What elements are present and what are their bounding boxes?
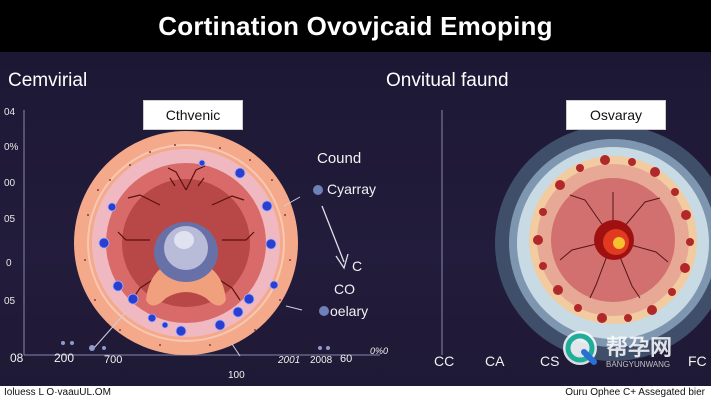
page-title: Cortination Ovovjcaid Emoping <box>158 10 553 41</box>
annotation-c: C <box>352 258 363 274</box>
annotation-cound: Cound <box>317 150 362 167</box>
left-x-tick-1: 08 <box>10 351 24 365</box>
oocyte <box>613 237 625 249</box>
left-y-tick-2: 0% <box>4 142 19 153</box>
watermark-subtext: BANGYUNWANG <box>606 360 671 369</box>
left-section-title: Cemvirial <box>8 70 88 91</box>
left-y-tick-4: 05 <box>4 214 16 225</box>
watermark-text: 帮孕网 <box>606 335 673 360</box>
left-x-tick-7: 60 <box>340 353 353 365</box>
annotation-cyarray: Cyarray <box>327 181 377 197</box>
right-box-label: Osvaray <box>566 100 666 130</box>
page-title-bar: Cortination Ovovjcaid Emoping <box>0 0 711 52</box>
axis-dots <box>61 341 330 351</box>
cervical-cross-section <box>74 131 298 355</box>
left-x-tick-4: 100 <box>228 370 245 381</box>
annotation-co: CO <box>334 281 355 297</box>
arrow-head <box>335 253 349 270</box>
ovary-cross-section <box>495 125 711 361</box>
ovary-follicles <box>533 155 694 323</box>
watermark-logo-icon <box>563 331 597 365</box>
cyarray-marker <box>313 185 323 195</box>
left-y-tick-3: 00 <box>4 178 16 189</box>
right-x-tick-1: CC <box>434 353 455 369</box>
oelary-marker <box>319 306 329 316</box>
footer-right-text: Ouru Ophee C+ Assegated bier <box>565 387 705 398</box>
left-x-tick-5: 2001 <box>278 355 301 366</box>
annotation-oelary: oelary <box>330 303 369 319</box>
right-section-title: Onvitual faund <box>386 70 509 91</box>
left-x-tick-2: 200 <box>54 351 75 365</box>
footer-left-text: Ioluess L O·vaauUL.OM <box>4 387 111 398</box>
speckles <box>84 144 291 346</box>
left-x-tick-8: 0%0 <box>370 346 389 356</box>
pointer-lines <box>93 196 303 357</box>
left-box-label: Cthvenic <box>143 100 243 130</box>
blue-cells <box>98 159 279 337</box>
left-x-tick-6: 2008 <box>310 355 333 366</box>
canal-highlight <box>174 231 194 249</box>
arrow-line <box>321 205 345 263</box>
right-x-tick-2: CA <box>485 353 505 369</box>
footer-bar: Ioluess L O·vaauUL.OM Ouru Ophee C+ Asse… <box>0 386 711 400</box>
left-y-tick-1: 04 <box>4 107 16 118</box>
right-x-tick-3: CS <box>540 353 560 369</box>
left-y-tick-5: 0 <box>6 258 12 269</box>
left-x-tick-3: 700 <box>104 354 123 366</box>
watermark: 帮孕网 BANGYUNWANG <box>558 326 698 376</box>
outer-ring-edge <box>87 144 285 342</box>
right-x-tick-4: FC <box>688 353 707 369</box>
left-y-tick-6: 05 <box>4 296 16 307</box>
